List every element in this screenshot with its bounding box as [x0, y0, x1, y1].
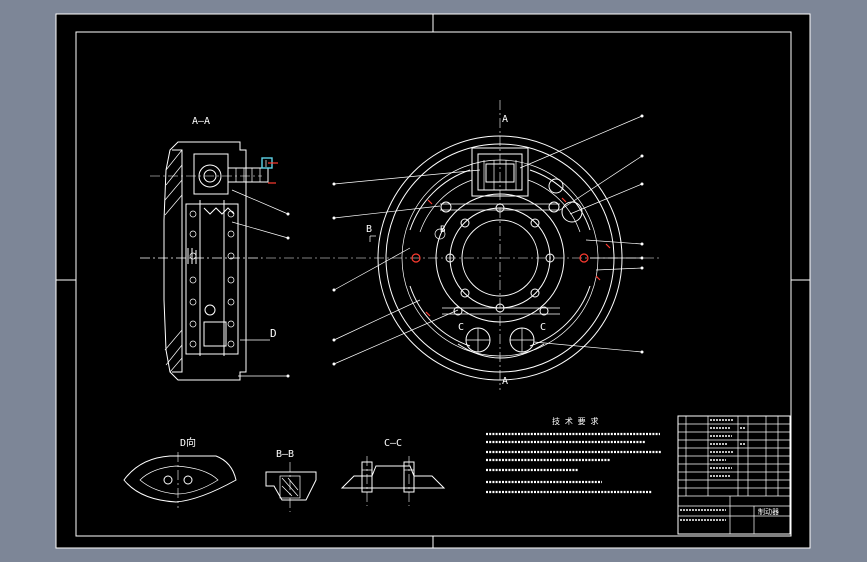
- sheet-border: [55, 13, 811, 549]
- leader-dots: [332, 114, 644, 366]
- leader-lines-right: [519, 115, 643, 353]
- view-d-detail: D向: [123, 436, 237, 508]
- section-c-right-marker: C: [540, 322, 546, 333]
- notes-text-lines: [486, 432, 662, 494]
- drawing-name: 制动器: [758, 507, 779, 516]
- title-block: 制动器: [677, 415, 791, 535]
- notes-title: 技 术 要 求: [552, 416, 598, 426]
- section-b-b-label: B—B: [276, 449, 294, 460]
- technical-requirements: 技 术 要 求: [486, 416, 662, 494]
- section-a-a-view: A—A: [140, 116, 290, 381]
- section-c-c-label: C—C: [384, 438, 402, 449]
- section-a-bottom-marker: A: [502, 376, 508, 387]
- parts-list-entries: [680, 419, 746, 521]
- brake-front-view: A A: [140, 100, 660, 390]
- view-d-marker: D: [270, 327, 277, 340]
- section-b-b-view: B—B: [265, 449, 317, 512]
- leader-lines-left: [333, 169, 481, 365]
- section-b-inner-marker: B: [440, 225, 445, 235]
- frame-center-marks: [56, 14, 810, 548]
- section-c-left-marker: C: [458, 322, 464, 333]
- section-c-c-view: C—C: [340, 438, 446, 506]
- section-a-top-marker: A: [502, 114, 508, 125]
- section-a-a-label: A—A: [192, 116, 210, 127]
- section-b-left-marker: B: [366, 224, 372, 235]
- view-d-label: D向: [180, 436, 196, 449]
